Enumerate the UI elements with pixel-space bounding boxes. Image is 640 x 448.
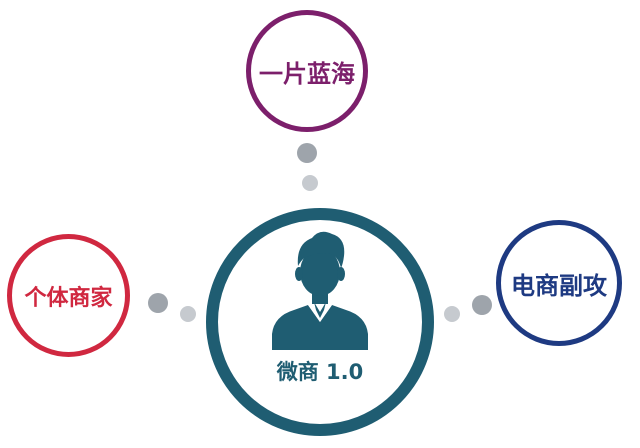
connector-dot-right-1 — [444, 306, 460, 322]
connector-dot-left-1 — [148, 293, 168, 313]
node-right: 电商副攻 — [496, 220, 622, 346]
person-icon — [272, 231, 368, 350]
node-right-label: 电商副攻 — [511, 271, 607, 300]
connector-dot-top-2 — [302, 175, 318, 191]
node-center: 微商 1.0 — [206, 208, 434, 436]
node-left: 个体商家 — [7, 234, 130, 357]
node-top: 一片蓝海 — [246, 10, 368, 132]
node-center-label: 微商 1.0 — [276, 360, 364, 384]
connector-dot-right-2 — [472, 295, 492, 315]
connector-dot-top-1 — [297, 143, 317, 163]
node-top-label: 一片蓝海 — [259, 59, 355, 88]
node-left-label: 个体商家 — [24, 285, 113, 311]
connector-dot-left-2 — [180, 306, 196, 322]
